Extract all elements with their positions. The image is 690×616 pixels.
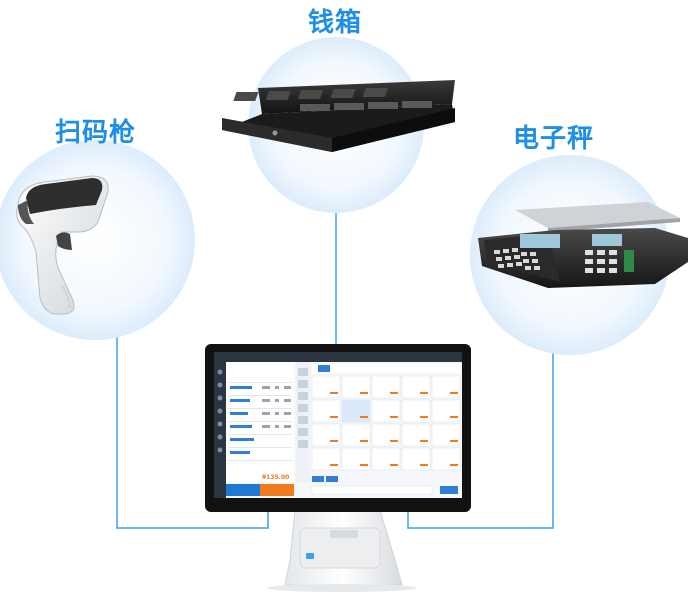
scanner-bubble (0, 140, 195, 340)
screen-total: ¥135.00 (262, 474, 290, 481)
label-scale: 电子秤 (513, 124, 595, 154)
label-scanner: 扫码枪 (55, 118, 137, 148)
electronic-scale-image (478, 202, 688, 288)
cash-drawer-image (222, 80, 455, 152)
pos-stand-image (267, 509, 417, 592)
barcode-scanner-image (16, 175, 109, 315)
connector-scale (407, 335, 554, 529)
pos-monitor-image (205, 344, 471, 512)
label-cash-drawer: 钱箱 (308, 8, 363, 38)
connector-scanner (116, 330, 269, 529)
